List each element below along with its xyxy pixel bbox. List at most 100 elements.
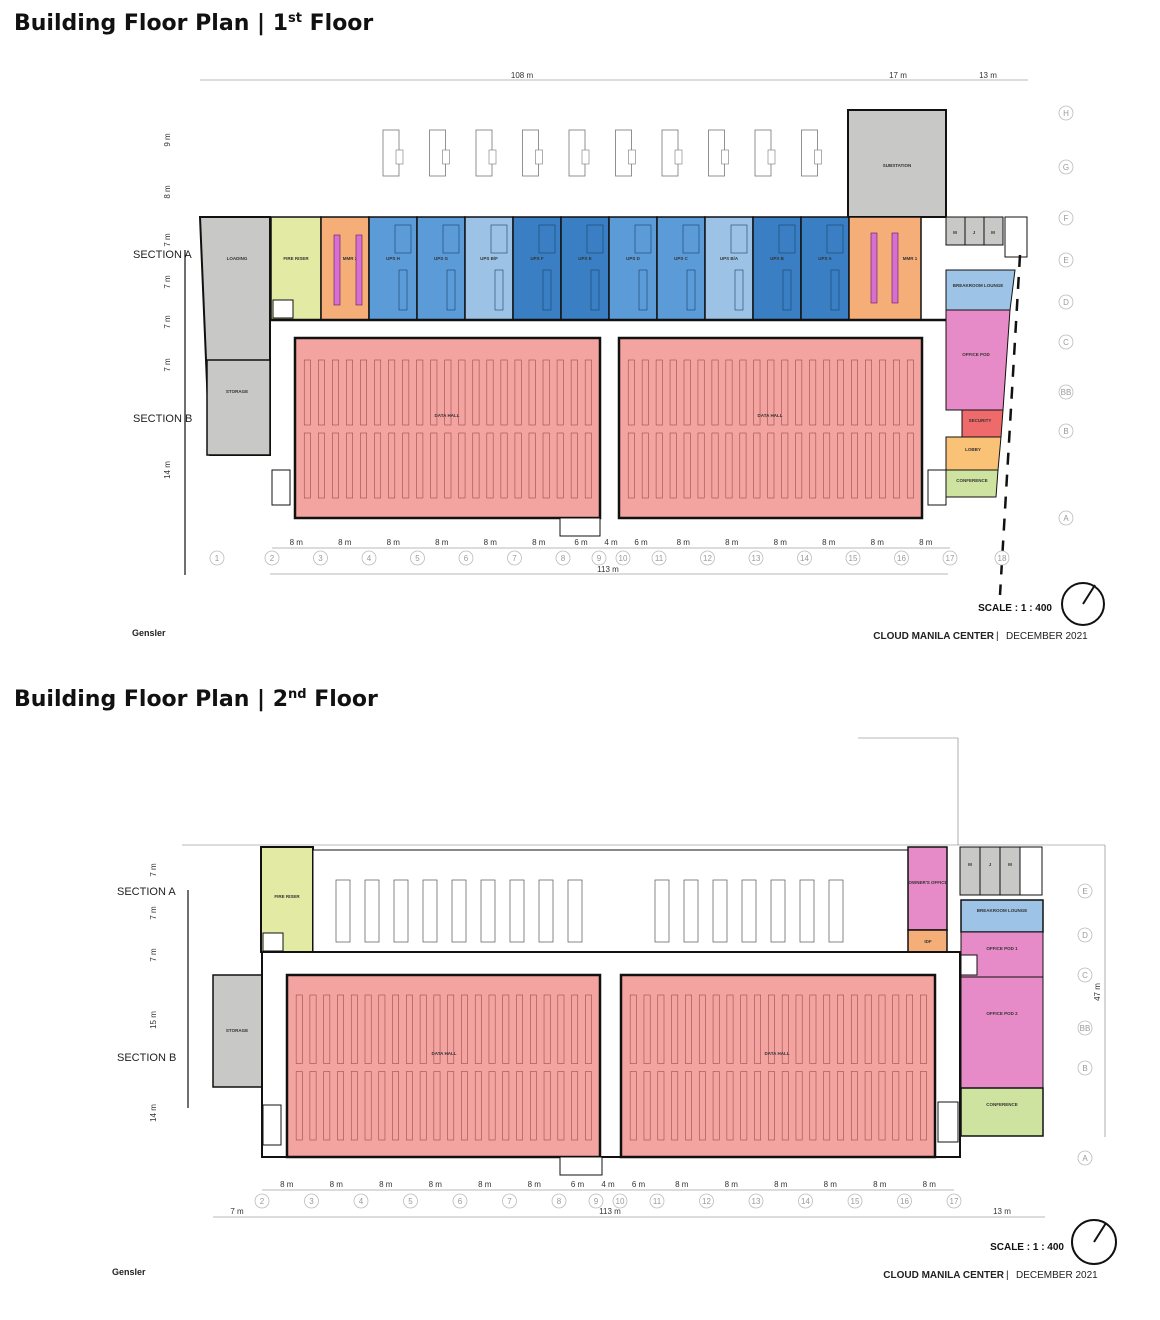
dim-label: 13 m: [993, 1207, 1011, 1216]
dim-label: 8 m: [330, 1180, 344, 1189]
ups-equipment: [686, 269, 696, 311]
grid-bubble: [313, 550, 328, 566]
grid-label: 4: [367, 554, 372, 563]
rack-row: [698, 1071, 706, 1141]
room-label: OFFICE POD: [962, 352, 990, 357]
grid-bubble: [209, 550, 225, 566]
dim-label: 8 m: [379, 1180, 393, 1189]
rack-row: [655, 359, 663, 426]
ups-equipment: [634, 224, 652, 254]
rack-rows: [295, 994, 927, 1141]
gensler-logo: Gensler: [112, 1267, 146, 1277]
grid-label: D: [1082, 931, 1088, 940]
rack-row: [809, 994, 817, 1064]
chiller-unit: [654, 879, 670, 943]
ups-equipment: [734, 269, 744, 311]
grid-bubble: [798, 1193, 813, 1209]
grid-bubble: [507, 550, 522, 566]
dim-label: 15 m: [149, 1011, 158, 1029]
dim-label: 8 m: [338, 538, 352, 547]
rack-row: [543, 1071, 551, 1141]
room-ups: [704, 216, 754, 321]
rack-row: [374, 359, 382, 426]
second-floor-plan: Building Floor Plan | 2nd Floor FIRE RIS…: [14, 687, 1117, 1281]
rack-row: [500, 359, 508, 426]
dim-label: 17 m: [889, 71, 907, 80]
ups-equipment: [398, 269, 408, 311]
generator-tank: [581, 149, 590, 165]
rack-row: [350, 994, 358, 1064]
room-label: SECURITY: [969, 418, 992, 423]
dim-label: 7 m: [149, 906, 158, 920]
stair-icon: [1019, 846, 1043, 896]
room-label: OWNER'S OFFICE: [908, 880, 947, 885]
grid-bubble: [748, 1193, 764, 1209]
room-label: CONFERENCE: [986, 1102, 1018, 1107]
rack-row: [906, 1071, 913, 1141]
room-conference: [945, 469, 999, 498]
room-label: IDF: [924, 939, 932, 944]
rack-row: [364, 994, 372, 1064]
rack-row: [823, 1071, 831, 1141]
room-ups: [560, 216, 610, 321]
room-breakroom-lounge: [960, 899, 1044, 933]
dim-label: 8 m: [435, 538, 449, 547]
rack-row: [878, 994, 886, 1064]
rack-row: [303, 359, 311, 426]
rack-row: [500, 432, 508, 499]
rack-row: [388, 432, 396, 499]
rack-row: [671, 994, 679, 1064]
room-label: FIRE RISER: [274, 894, 300, 899]
grid-bubble: [1058, 105, 1074, 121]
dim-label: 8 m: [163, 185, 172, 199]
rack-row: [557, 994, 565, 1064]
dim-label: 7 m: [163, 275, 172, 289]
dim-label: 14 m: [149, 1104, 158, 1122]
rack-row: [893, 359, 900, 426]
grid-bubble: [403, 1193, 418, 1209]
generator-tank: [535, 149, 543, 165]
data-hall-1: [285, 973, 602, 1159]
rack-row: [350, 1071, 358, 1141]
dim-label: 7 m: [230, 1207, 244, 1216]
rack-row: [906, 359, 914, 426]
rack-row: [419, 994, 427, 1064]
rack-row: [739, 432, 747, 499]
rack-row: [697, 359, 705, 426]
dim-label: 8 m: [280, 1180, 294, 1189]
grid-bubble: [591, 550, 607, 566]
grid-bubble: [699, 1193, 714, 1209]
dim-label: 6 m: [634, 538, 648, 547]
chiller-unit: [393, 879, 409, 943]
room-label: UPS A: [818, 256, 832, 261]
rack-row: [295, 994, 303, 1064]
dim-label: 113 m: [599, 1207, 621, 1216]
rack-row: [865, 359, 872, 426]
rack-row: [430, 359, 438, 426]
room-label: DATA HALL: [432, 1051, 457, 1056]
grid-label: C: [1082, 971, 1088, 980]
grid-label: E: [1063, 256, 1068, 265]
rack-row: [406, 1071, 413, 1141]
grid-label: 16: [900, 1197, 909, 1206]
room-label: STORAGE: [226, 1028, 248, 1033]
rack-row: [472, 432, 480, 499]
first-floor-title: Building Floor Plan | 1st Floor: [14, 11, 373, 36]
rack-row: [323, 994, 331, 1064]
rack-row: [332, 359, 339, 426]
rack-row: [864, 1071, 872, 1141]
rack-row: [528, 432, 536, 499]
data-hall-2: [617, 336, 924, 520]
rack-row: [474, 994, 482, 1064]
rack-row: [585, 994, 592, 1064]
rack-row: [643, 1071, 651, 1141]
left-dimensions: 9 m8 m7 m7 m7 m7 m14 m: [163, 133, 172, 479]
svg-text:J: J: [973, 230, 976, 235]
grid-label: 10: [619, 554, 628, 563]
grid-label: B: [1063, 427, 1068, 436]
grid-label: BB: [1061, 388, 1072, 397]
chiller-unit: [480, 879, 496, 943]
building-wall: [261, 951, 961, 1158]
